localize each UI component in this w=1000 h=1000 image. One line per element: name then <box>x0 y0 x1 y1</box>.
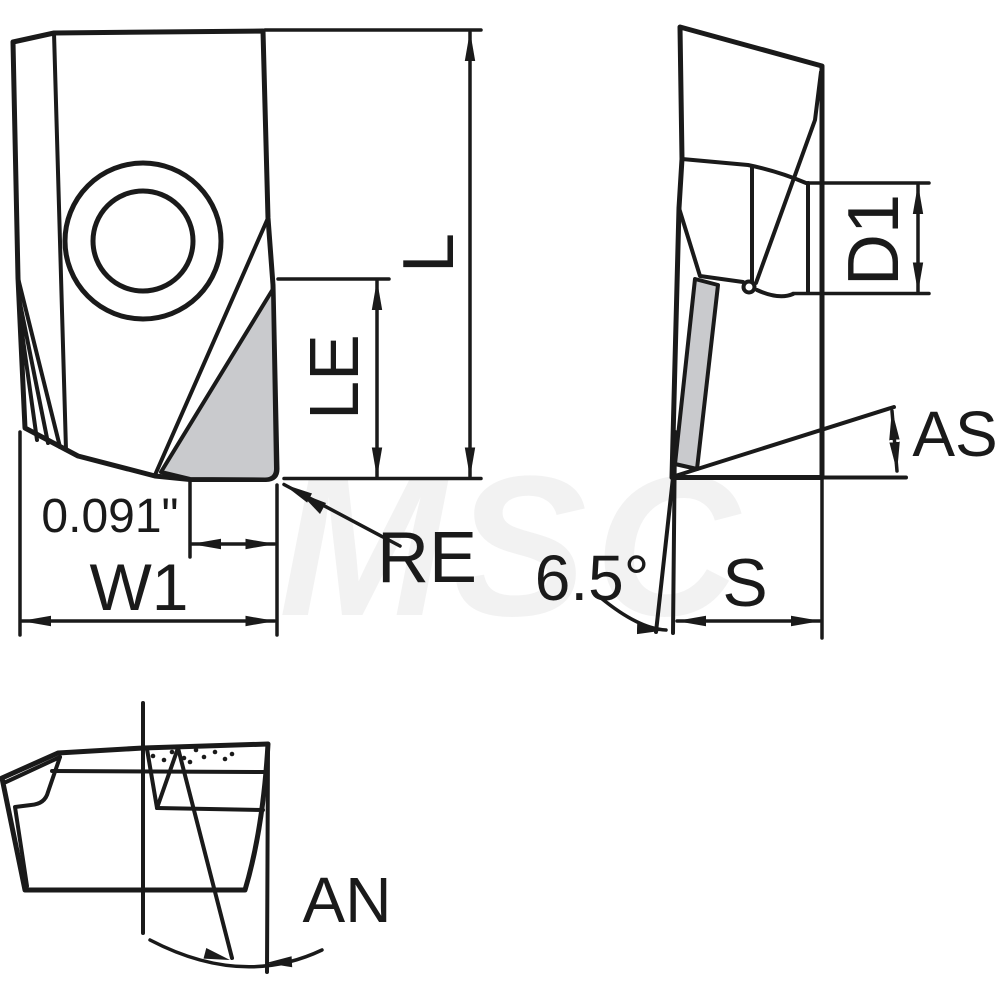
label-width-value: 0.091" <box>41 490 178 543</box>
pocket-left-line <box>677 206 745 284</box>
top-view: AN <box>0 701 392 974</box>
an-arrowhead-left <box>203 948 230 960</box>
label-S: S <box>722 545 767 621</box>
dimension-clearance-angle: 6.5° <box>535 542 668 635</box>
label-W1: W1 <box>90 550 189 624</box>
dim-line-AS <box>889 409 900 473</box>
dimension-L: L <box>263 28 483 481</box>
dimension-AN: AN <box>148 864 392 969</box>
label-RE: RE <box>377 518 477 598</box>
screw-hole-inner <box>90 188 196 294</box>
dimension-W1: 0.091" W1 <box>18 430 279 637</box>
dimension-S: S <box>675 545 822 627</box>
screw-hole-outer <box>62 160 224 322</box>
an-arrowhead-right <box>266 956 293 968</box>
left-face-edge <box>52 31 68 452</box>
relief-vertical-ref <box>671 430 677 635</box>
top-face-line <box>680 157 808 185</box>
corner-facet-lines <box>16 276 62 449</box>
an-flank-line <box>176 746 234 960</box>
an-vertical-ref <box>265 742 270 974</box>
groove-bottom-line <box>155 806 265 812</box>
chamfer-inner-line <box>4 755 62 784</box>
label-AS: AS <box>912 398 997 470</box>
tip-slope-line <box>153 216 270 477</box>
tip-hook-detail <box>741 279 757 295</box>
dimension-AS: AS <box>670 398 998 479</box>
dimension-LE: LE <box>276 277 391 479</box>
label-L: L <box>389 233 469 273</box>
side-view: AS D1 S 6.5° <box>535 24 998 640</box>
leader-arrowhead-2 <box>300 493 326 514</box>
dimension-D1: D1 <box>791 181 931 296</box>
stipple-dots <box>150 747 235 765</box>
top-face-step-line <box>50 769 266 774</box>
front-slope-line <box>754 70 823 285</box>
carbide-tip <box>159 287 278 482</box>
front-view: L LE 0.091" W1 RE <box>10 28 483 637</box>
chamfer-fillet-line <box>13 755 62 888</box>
angle-arc-65 <box>599 596 668 635</box>
label-AN: AN <box>303 864 392 936</box>
angle-arc-AN <box>148 938 324 969</box>
label-LE: LE <box>295 334 373 420</box>
as-slant-line <box>670 405 896 479</box>
label-clearance-angle: 6.5° <box>535 542 650 614</box>
v-notch <box>145 746 180 810</box>
hook-to-base-curve <box>755 288 795 299</box>
label-D1: D1 <box>834 194 914 286</box>
msc-watermark: MSC <box>279 435 747 658</box>
callout-RE: RE <box>282 482 477 598</box>
